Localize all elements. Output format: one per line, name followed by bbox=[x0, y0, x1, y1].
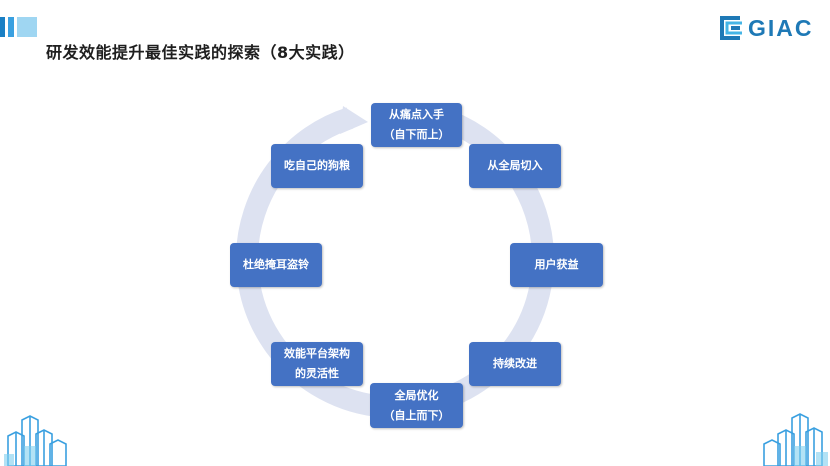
node-pain-point-entry: 从痛点入手 （自下而上） bbox=[371, 103, 462, 147]
building-cluster-icon bbox=[763, 413, 828, 466]
node-user-benefit: 用户获益 bbox=[510, 243, 603, 287]
header-accent-bars bbox=[0, 17, 40, 37]
building-cluster-icon bbox=[4, 415, 67, 466]
node-dogfooding: 吃自己的狗粮 bbox=[271, 144, 363, 188]
giac-logo: GIAC bbox=[716, 12, 820, 44]
node-platform-flexibility: 效能平台架构 的灵活性 bbox=[271, 342, 363, 386]
slide-title: 研发效能提升最佳实践的探索（8大实践） bbox=[46, 43, 355, 62]
node-global-entry: 从全局切入 bbox=[469, 144, 561, 188]
node-global-optimization: 全局优化 （自上而下） bbox=[370, 383, 463, 428]
logo-text: GIAC bbox=[748, 15, 814, 41]
giac-logo-icon bbox=[720, 16, 742, 40]
node-continuous-improvement: 持续改进 bbox=[469, 342, 561, 386]
node-no-self-deception: 杜绝掩耳盗铃 bbox=[230, 243, 322, 287]
